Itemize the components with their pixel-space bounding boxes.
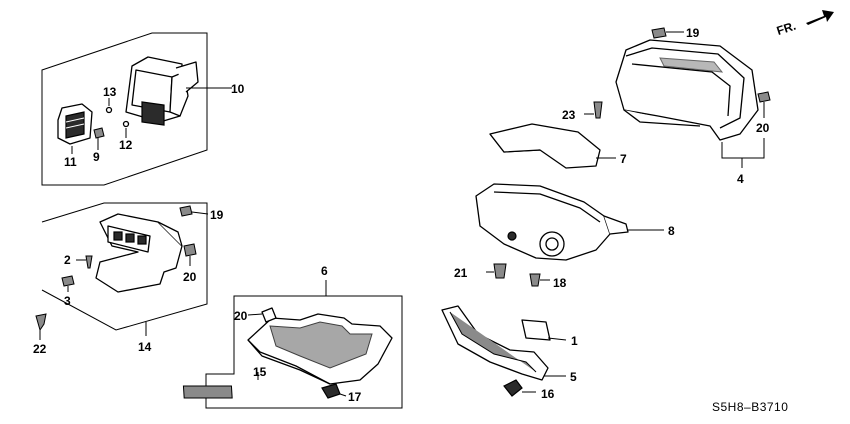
callout-8: 8 — [668, 224, 675, 238]
callout-2: 2 — [64, 253, 71, 267]
callout-4: 4 — [737, 172, 744, 186]
callout-21: 21 — [454, 266, 468, 280]
callout-15: 15 — [253, 365, 267, 379]
callout-23: 23 — [562, 108, 576, 122]
callout-16: 16 — [541, 387, 555, 401]
center-panel-frame — [205, 295, 403, 409]
screw-23-icon — [593, 101, 603, 119]
side-vent-part — [57, 103, 93, 145]
callout-13: 13 — [103, 85, 117, 99]
front-direction-marker: FR. — [775, 10, 834, 38]
plate-15-part — [182, 385, 233, 399]
callout-22: 22 — [33, 342, 47, 356]
clip-20-center-icon — [261, 307, 277, 323]
clip-17-icon — [321, 383, 341, 399]
callout-7: 7 — [620, 152, 627, 166]
plate-1-part — [521, 319, 551, 341]
callout-10: 10 — [231, 82, 245, 96]
screw-22-icon — [35, 313, 47, 332]
front-arrow-icon — [806, 10, 834, 25]
column-cover-upper-group: 7 — [489, 123, 627, 169]
callout-14: 14 — [138, 340, 152, 354]
callout-9: 9 — [93, 150, 100, 164]
callout-6: 6 — [321, 264, 328, 278]
clip-9-part — [93, 127, 105, 139]
callout-17: 17 — [348, 390, 362, 404]
callout-3: 3 — [64, 294, 71, 308]
center-vent-part — [125, 56, 199, 126]
front-direction-label: FR. — [775, 19, 798, 38]
clip-16-icon — [503, 379, 523, 397]
callout-11: 11 — [64, 155, 77, 169]
column-cover-lower-group: 8 21 18 — [454, 183, 675, 290]
clip-3-icon — [61, 275, 75, 287]
clip-20-upper-icon — [757, 91, 771, 103]
screw-21-icon — [493, 263, 507, 279]
meter-hood-part — [615, 39, 759, 141]
callout-5: 5 — [570, 370, 577, 384]
lower-panel-frame — [41, 202, 208, 331]
trim-group: 5 1 16 — [441, 305, 578, 401]
center-lower-panel-part — [247, 313, 393, 385]
vent-group-frame — [41, 32, 208, 186]
callout-20-upper: 20 — [756, 121, 770, 135]
screw-2-icon — [85, 255, 93, 269]
callout-12: 12 — [119, 138, 133, 152]
callout-19-upper: 19 — [686, 26, 700, 40]
diagram-code: S5H8‒B3710 — [712, 400, 788, 414]
clip-19-upper-icon — [651, 27, 667, 39]
meter-hood-group: 19 20 23 4 — [562, 26, 771, 186]
clip-19-lower-icon — [179, 205, 193, 217]
column-cover-lower-part — [475, 183, 629, 261]
screw-18-icon — [529, 273, 541, 287]
part-12-shape — [122, 120, 130, 128]
center-lower-panel-group: 6 20 15 17 — [182, 264, 403, 409]
clip-20-lower-icon — [183, 243, 197, 257]
vent-assembly-group: 10 13 12 9 11 — [41, 32, 245, 186]
lower-panel-part — [95, 213, 183, 293]
lower-panel-group: 19 20 2 3 22 14 — [33, 202, 224, 356]
callout-1: 1 — [571, 334, 578, 348]
callout-20-center: 20 — [234, 309, 248, 323]
callout-19-lower: 19 — [210, 208, 224, 222]
part-13-shape — [105, 106, 113, 114]
callout-20-lower: 20 — [183, 270, 197, 284]
callout-18: 18 — [553, 276, 567, 290]
